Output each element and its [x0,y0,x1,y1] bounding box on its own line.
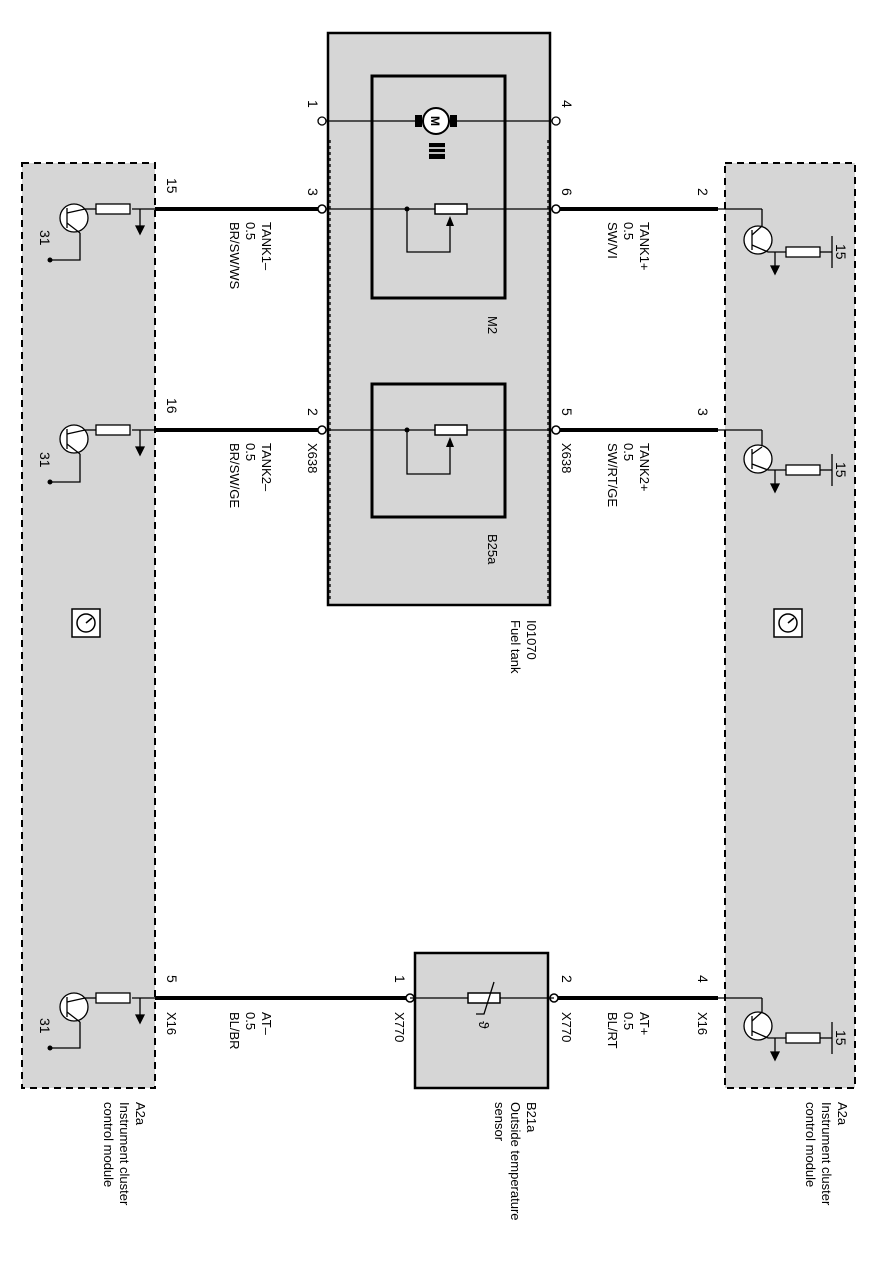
connector-x638-left: X638 [305,443,320,473]
pin-sensor-1: 1 [392,975,408,983]
left-module-line1: Instrument cluster [117,1102,132,1206]
wire-tank2-plus-signal: TANK2+ [637,443,652,492]
temp-sensor-line2: sensor [492,1102,507,1142]
wire-tank1-plus-signal: TANK1+ [637,222,652,271]
temp-sensor-box [413,951,550,1090]
wire-at-minus-signal: AT– [259,1012,274,1036]
pump-label-m2: M2 [485,316,500,334]
right-transistor-tank1-icon [718,208,833,276]
ntc-thermistor-icon: ϑ [410,981,554,1029]
left-transistor-at-icon [50,992,155,1049]
pump-inner-box [370,74,507,300]
wire-at-plus-signal: AT+ [637,1012,652,1035]
temp-sensor-code: B21a [524,1102,539,1133]
pin-tank-1: 1 [305,100,321,108]
right-transistor-at-icon [718,997,833,1062]
wire-at-plus-size: 0.5 [621,1012,636,1030]
wire-tank2-minus-color: BR/SW/GE [227,443,242,508]
temp-sensor-line1: Outside temperature [508,1102,523,1221]
sender-label-b25a: B25a [485,534,500,565]
ground-label-31-b: 31 [37,452,53,468]
pin-tank-6: 6 [559,188,575,196]
tank1-level-potentiometer-icon [404,203,468,253]
ground-label-31-c: 31 [37,1018,53,1034]
supply-label-15-c: 15 [833,1030,849,1046]
connector-x638-right: X638 [559,443,574,473]
ground-label-31-a: 31 [37,230,53,246]
wire-tank1-minus-color: BR/SW/WS [227,222,242,289]
supply-label-15-b: 15 [833,462,849,478]
connector-x770-left: X770 [392,1012,407,1042]
pin-sensor-2: 2 [559,975,575,983]
tank2-level-potentiometer-icon [404,424,468,475]
pin-left-5: 5 [164,975,180,983]
right-gauge-icon [773,608,803,638]
left-module-code: A2a [133,1102,148,1126]
fuel-tank-name: Fuel tank [508,620,523,674]
connector-x16-left: X16 [164,1012,179,1035]
pin-right-3: 3 [695,408,711,416]
pin-right-4: 4 [695,975,711,983]
left-gauge-icon [71,608,101,638]
pin-tank-3: 3 [305,188,321,196]
pin-tank-5: 5 [559,408,575,416]
motor-icon: M [415,107,457,135]
wire-tank1-plus-size: 0.5 [621,222,636,240]
pin-tank-4: 4 [559,100,575,108]
wire-tank2-plus-color: SW/RT/GE [605,443,620,507]
temperature-symbol: ϑ [476,1021,492,1029]
wire-tank1-minus-size: 0.5 [243,222,258,240]
right-transistor-tank2-icon [718,429,833,494]
motor-symbol-label: M [428,116,442,126]
pin-left-16: 16 [164,398,180,414]
wire-tank1-plus-color: SW/VI [605,222,620,259]
right-module-code: A2a [835,1102,850,1126]
wire-tank1-minus-signal: TANK1– [259,222,274,271]
wire-tank2-minus-size: 0.5 [243,443,258,461]
pin-left-15: 15 [164,178,180,194]
wire-tank2-plus-size: 0.5 [621,443,636,461]
left-transistor-tank2-icon [50,424,155,483]
right-module-line2: control module [803,1102,818,1187]
fuel-tank-code: I01070 [524,620,539,660]
pin-right-2: 2 [695,188,711,196]
wire-tank2-minus-signal: TANK2– [259,443,274,492]
left-transistor-tank1-icon [50,203,155,261]
connector-x16-right: X16 [695,1012,710,1035]
fuel-pump-icon [429,143,445,159]
connector-x770-right: X770 [559,1012,574,1042]
right-module-line1: Instrument cluster [819,1102,834,1206]
wire-at-minus-size: 0.5 [243,1012,258,1030]
wire-at-minus-color: BL/BR [227,1012,242,1050]
pin-tank-2: 2 [305,408,321,416]
sender-inner-box [370,382,507,519]
supply-label-15-a: 15 [833,244,849,260]
wire-at-plus-color: BL/RT [605,1012,620,1049]
left-module-line2: control module [101,1102,116,1187]
